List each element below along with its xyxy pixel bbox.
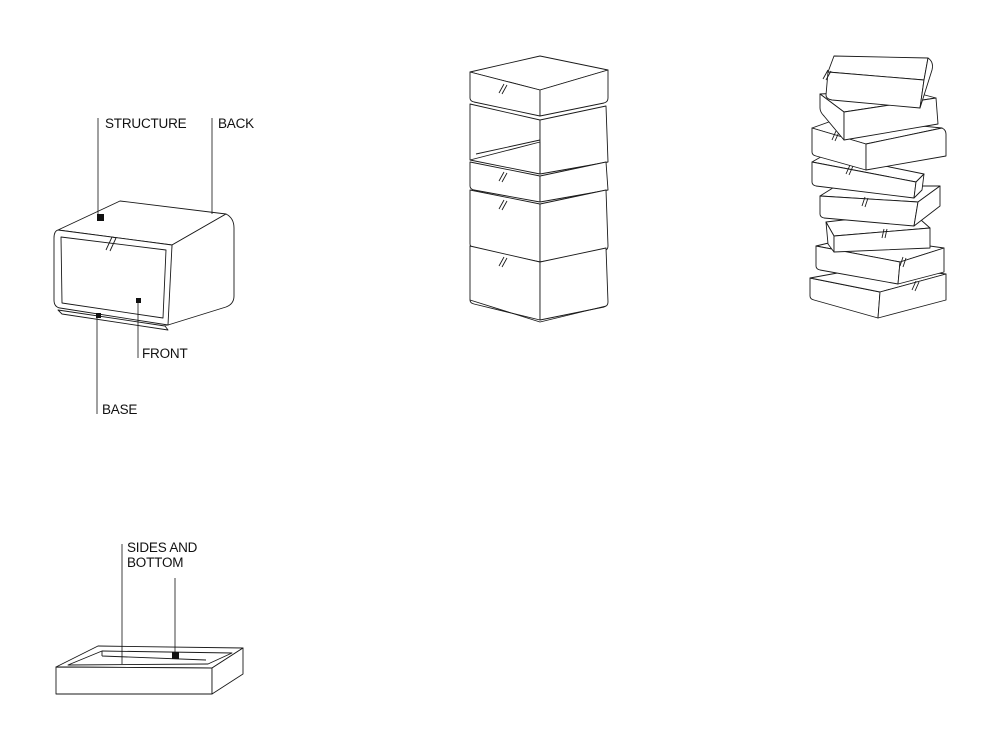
bottom-marker xyxy=(172,652,179,659)
back-label: BACK xyxy=(218,116,254,131)
structure-marker xyxy=(97,214,104,221)
front-marker xyxy=(136,298,141,303)
structure-label: STRUCTURE xyxy=(105,116,187,131)
sides-and-bottom-label-line2: BOTTOM xyxy=(127,555,183,570)
front-label: FRONT xyxy=(142,346,188,361)
base-marker xyxy=(96,313,101,318)
rotated-stack xyxy=(809,55,947,319)
drawer-tray xyxy=(55,645,244,695)
base-label: BASE xyxy=(102,402,137,417)
stacked-column xyxy=(469,55,609,323)
single-box-module xyxy=(53,200,235,331)
sides-and-bottom-label-line1: SIDES AND xyxy=(127,540,198,555)
